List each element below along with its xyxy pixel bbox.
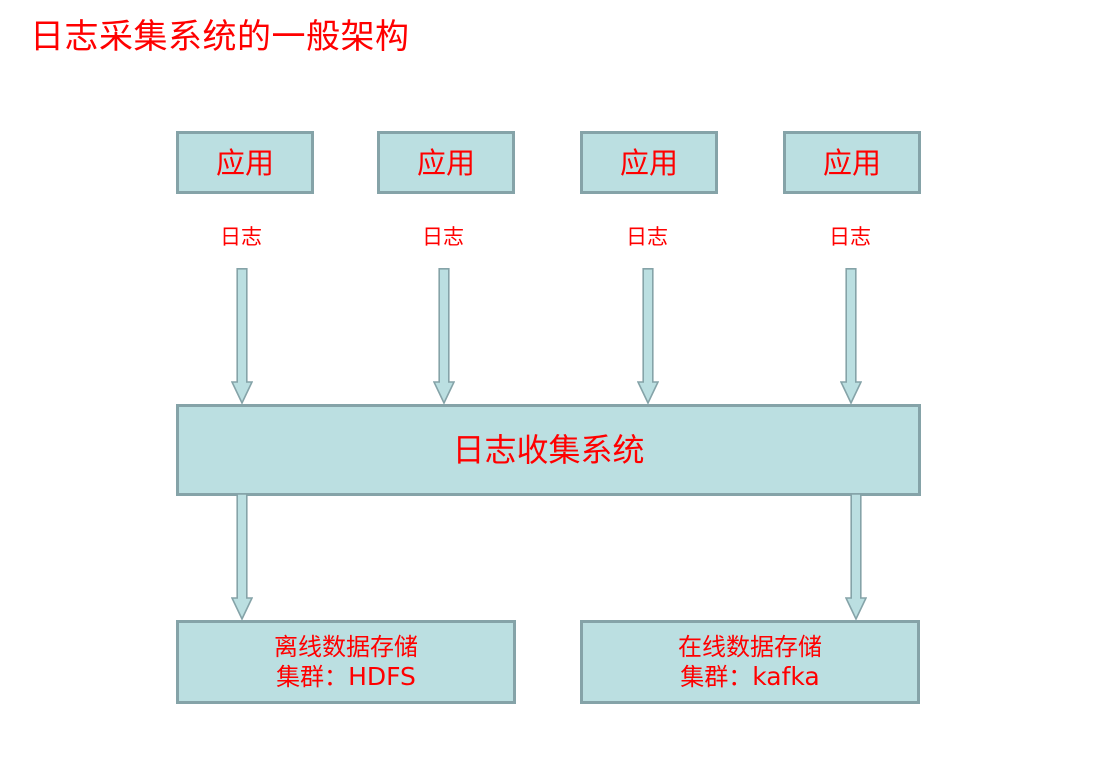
application-box-2: 应用 [377,131,515,194]
flow-label-log-4: 日志 [829,225,871,249]
log-collection-system-box: 日志收集系统 [176,404,921,496]
offline-storage-cluster-value: HDFS [348,662,416,691]
online-storage-box: 在线数据存储 集群：kafka [580,620,920,704]
arrow-down-icon-app-2-to-collector [433,268,455,404]
online-storage-cluster: 集群：kafka [680,662,820,692]
log-collection-system-label: 日志收集系统 [452,431,645,469]
arrow-down-icon-app-3-to-collector [637,268,659,404]
online-storage-cluster-value: kafka [752,662,820,691]
flow-label-log-1: 日志 [220,225,262,249]
application-box-label: 应用 [416,145,475,180]
offline-storage-title: 离线数据存储 [274,633,418,661]
application-box-3: 应用 [580,131,718,194]
offline-storage-cluster-prefix: 集群： [276,663,349,691]
offline-storage-cluster: 集群：HDFS [276,662,416,692]
page-title: 日志采集系统的一般架构 [30,17,410,57]
arrow-down-icon-collector-to-online-storage [845,494,867,620]
application-box-label: 应用 [619,145,678,180]
arrow-down-icon-app-4-to-collector [840,268,862,404]
online-storage-title: 在线数据存储 [678,633,822,661]
arrow-down-icon-collector-to-offline-storage [231,494,253,620]
application-box-label: 应用 [822,145,881,180]
application-box-4: 应用 [783,131,921,194]
application-box-1: 应用 [176,131,314,194]
flow-label-log-3: 日志 [626,225,668,249]
online-storage-cluster-prefix: 集群： [680,663,753,691]
arrow-down-icon-app-1-to-collector [231,268,253,404]
flow-label-log-2: 日志 [422,225,464,249]
application-box-label: 应用 [215,145,274,180]
offline-storage-box: 离线数据存储 集群：HDFS [176,620,516,704]
